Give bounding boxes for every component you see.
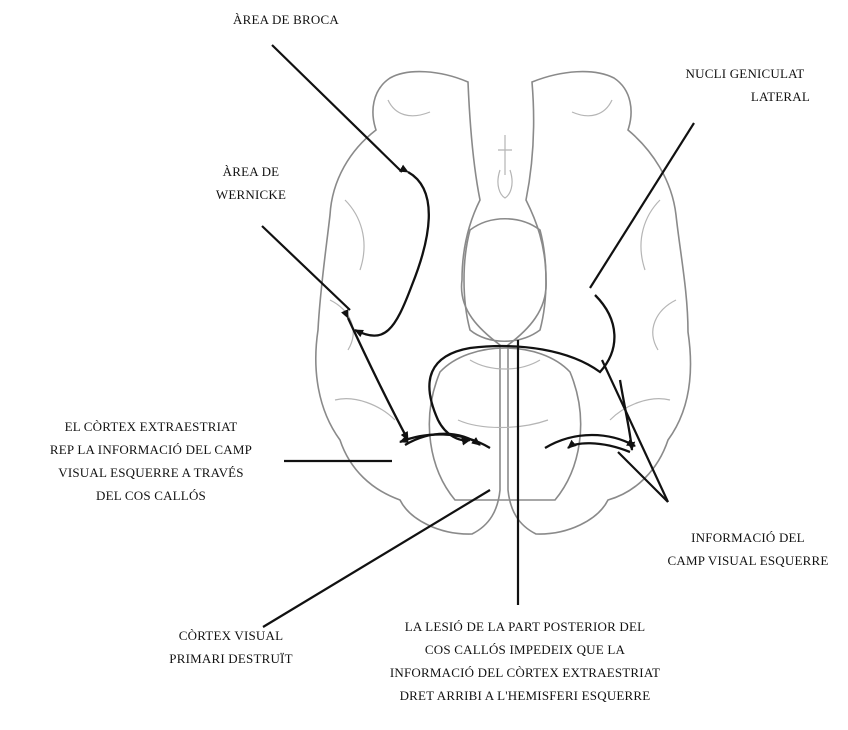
label-geniculate: NUCLI GENICULAT LATERAL — [680, 62, 810, 108]
label-primary-visual: CÒRTEX VISUAL PRIMARI DESTRUÏT — [150, 624, 312, 670]
label-extrastriate: EL CÒRTEX EXTRAESTRIAT REP LA INFORMACIÓ… — [20, 415, 282, 507]
brain-outline — [316, 72, 691, 534]
label-lesion: LA LESIÓ DE LA PART POSTERIOR DEL COS CA… — [360, 615, 690, 707]
label-wernicke: ÀREA DE WERNICKE — [196, 160, 306, 206]
label-broca: ÀREA DE BROCA — [206, 8, 366, 31]
brain-gyri — [330, 100, 676, 428]
label-visual-field: INFORMACIÓ DEL CAMP VISUAL ESQUERRE — [658, 526, 838, 572]
pathways — [348, 172, 635, 452]
